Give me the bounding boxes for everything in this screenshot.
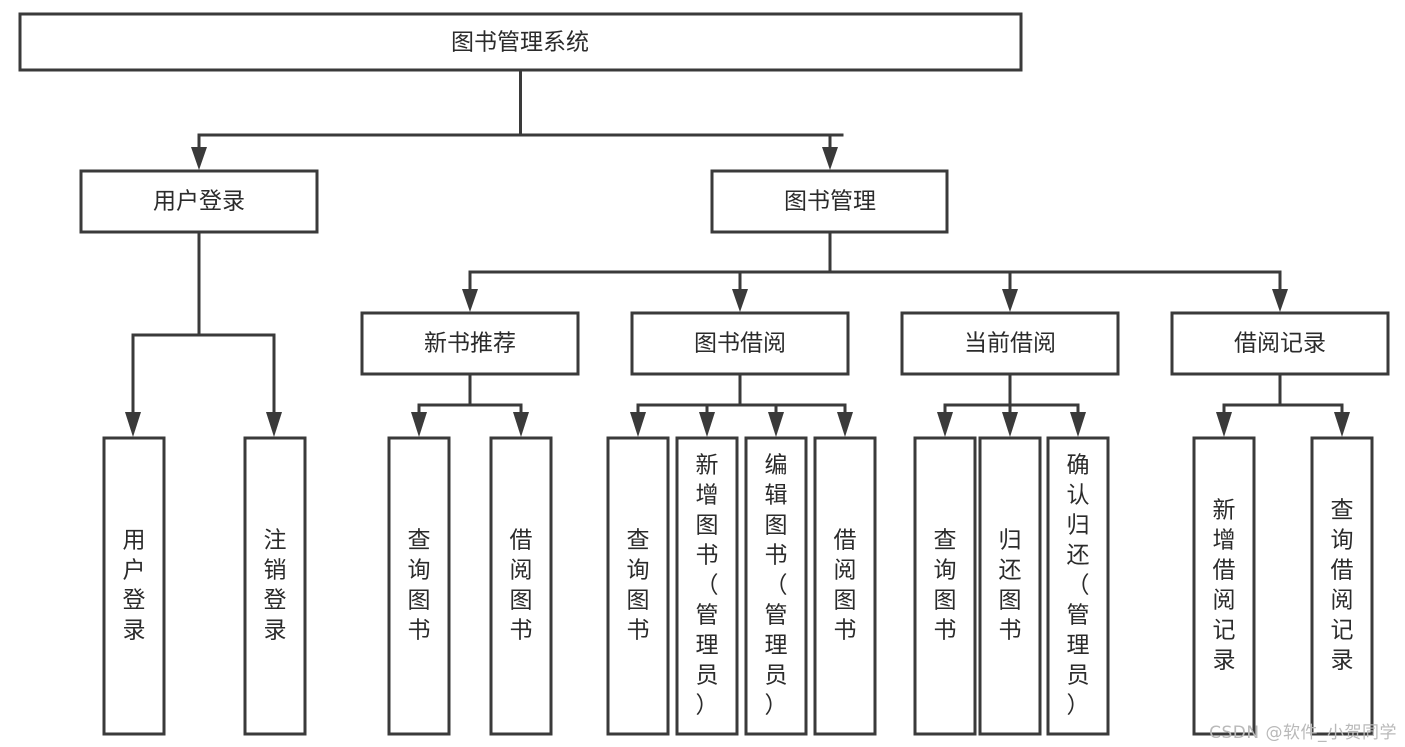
- node-layer: 图书管理系统 用户登录 图书管理 新书推荐 图书借阅: [18, 12, 1390, 736]
- node-leaf-cur-return[interactable]: 归还图书: [978, 436, 1042, 736]
- node-leaf-borrow-edit-box[interactable]: [744, 436, 808, 736]
- node-leaf-borrow-edit-label: 编辑图书（管理员）: [765, 453, 788, 719]
- node-leaf-cur-query[interactable]: 查询图书: [913, 436, 977, 736]
- node-borrow-record-label: 借阅记录: [1234, 331, 1326, 357]
- node-leaf-user-login[interactable]: 用户登录: [102, 436, 166, 736]
- arrowhead-leaf-borrow-query: [630, 412, 646, 437]
- node-leaf-rec-search-label: 查询借阅记录: [1331, 498, 1354, 674]
- node-user-login-box[interactable]: [79, 169, 319, 234]
- node-current-borrow-label: 当前借阅: [964, 331, 1056, 357]
- node-current-borrow[interactable]: 当前借阅: [900, 311, 1120, 376]
- node-current-borrow-box[interactable]: [900, 311, 1120, 376]
- node-book-manage-box[interactable]: [710, 169, 949, 234]
- node-leaf-rec-add-label: 新增借阅记录: [1213, 498, 1236, 674]
- node-leaf-rec-add-box[interactable]: [1192, 436, 1256, 736]
- node-leaf-borrow-query-box[interactable]: [606, 436, 670, 736]
- node-leaf-logout-box[interactable]: [243, 436, 307, 736]
- node-leaf-borrow-add-label: 新增图书（管理员）: [696, 453, 719, 719]
- node-leaf-cur-return-box[interactable]: [978, 436, 1042, 736]
- arrowhead-book-borrow: [732, 289, 748, 312]
- node-book-manage[interactable]: 图书管理: [710, 169, 949, 234]
- node-borrow-record-box[interactable]: [1170, 311, 1390, 376]
- node-book-manage-label: 图书管理: [784, 189, 876, 215]
- node-leaf-cur-confirm-box[interactable]: [1046, 436, 1110, 736]
- arrowhead-book-manage: [822, 147, 838, 170]
- node-book-borrow-label: 图书借阅: [694, 331, 786, 357]
- arrowhead-leaf-cur-query: [937, 412, 953, 437]
- arrowhead-leaf-cur-confirm: [1070, 412, 1086, 437]
- arrowhead-leaf-rec-add: [1216, 412, 1232, 437]
- arrowhead-new-book-rec: [462, 289, 478, 312]
- arrowhead-leaf-borrow-add: [699, 412, 715, 437]
- node-leaf-cur-query-box[interactable]: [913, 436, 977, 736]
- node-user-login[interactable]: 用户登录: [79, 169, 319, 234]
- arrowhead-current-borrow: [1002, 289, 1018, 312]
- node-leaf-rec-borrow-label: 借阅图书: [510, 528, 533, 644]
- arrowhead-leaf-cur-return: [1002, 412, 1018, 437]
- node-root[interactable]: 图书管理系统: [18, 12, 1023, 72]
- arrowhead-leaf-rec-search: [1334, 412, 1350, 437]
- node-new-book-rec-label: 新书推荐: [424, 331, 516, 357]
- node-book-borrow-box[interactable]: [630, 311, 850, 376]
- node-leaf-user-login-box[interactable]: [102, 436, 166, 736]
- node-leaf-rec-query-box[interactable]: [387, 436, 451, 736]
- arrowhead-leaf-user-login: [125, 412, 141, 437]
- arrowhead-leaf-rec-query: [411, 412, 427, 437]
- node-leaf-cur-return-label: 归还图书: [999, 528, 1022, 644]
- node-leaf-borrow-lend-box[interactable]: [813, 436, 877, 736]
- node-leaf-borrow-edit[interactable]: 编辑图书（管理员）: [744, 436, 808, 736]
- node-root-label: 图书管理系统: [451, 30, 589, 56]
- node-leaf-cur-query-label: 查询图书: [934, 528, 957, 644]
- node-leaf-logout[interactable]: 注销登录: [243, 436, 307, 736]
- node-leaf-borrow-query[interactable]: 查询图书: [606, 436, 670, 736]
- node-borrow-record[interactable]: 借阅记录: [1170, 311, 1390, 376]
- node-leaf-borrow-add-box[interactable]: [675, 436, 739, 736]
- arrowhead-leaf-borrow-edit: [768, 412, 784, 437]
- node-new-book-rec[interactable]: 新书推荐: [360, 311, 580, 376]
- node-root-box[interactable]: [18, 12, 1023, 72]
- node-leaf-rec-add[interactable]: 新增借阅记录: [1192, 436, 1256, 736]
- arrowhead-user-login: [191, 147, 207, 170]
- node-leaf-rec-borrow-box[interactable]: [489, 436, 553, 736]
- node-new-book-rec-box[interactable]: [360, 311, 580, 376]
- arrowhead-borrow-record: [1272, 289, 1288, 312]
- node-leaf-rec-query-label: 查询图书: [408, 528, 431, 644]
- node-leaf-logout-label: 注销登录: [264, 528, 287, 644]
- node-leaf-borrow-add[interactable]: 新增图书（管理员）: [675, 436, 739, 736]
- arrowhead-leaf-rec-borrow: [513, 412, 529, 437]
- node-leaf-rec-borrow[interactable]: 借阅图书: [489, 436, 553, 736]
- node-leaf-cur-confirm[interactable]: 确认归还（管理员）: [1046, 436, 1110, 736]
- connector-layer: [125, 68, 1350, 437]
- node-leaf-rec-query[interactable]: 查询图书: [387, 436, 451, 736]
- node-leaf-cur-confirm-label: 确认归还（管理员）: [1067, 453, 1090, 719]
- node-leaf-user-login-label: 用户登录: [123, 528, 146, 644]
- node-leaf-rec-search-box[interactable]: [1310, 436, 1374, 736]
- arrowhead-leaf-logout: [266, 412, 282, 437]
- node-leaf-borrow-query-label: 查询图书: [627, 528, 650, 644]
- node-user-login-label: 用户登录: [153, 189, 245, 215]
- node-book-borrow[interactable]: 图书借阅: [630, 311, 850, 376]
- node-leaf-rec-search[interactable]: 查询借阅记录: [1310, 436, 1374, 736]
- arrowhead-leaf-borrow-lend: [837, 412, 853, 437]
- node-leaf-borrow-lend[interactable]: 借阅图书: [813, 436, 877, 736]
- node-leaf-borrow-lend-label: 借阅图书: [834, 528, 857, 644]
